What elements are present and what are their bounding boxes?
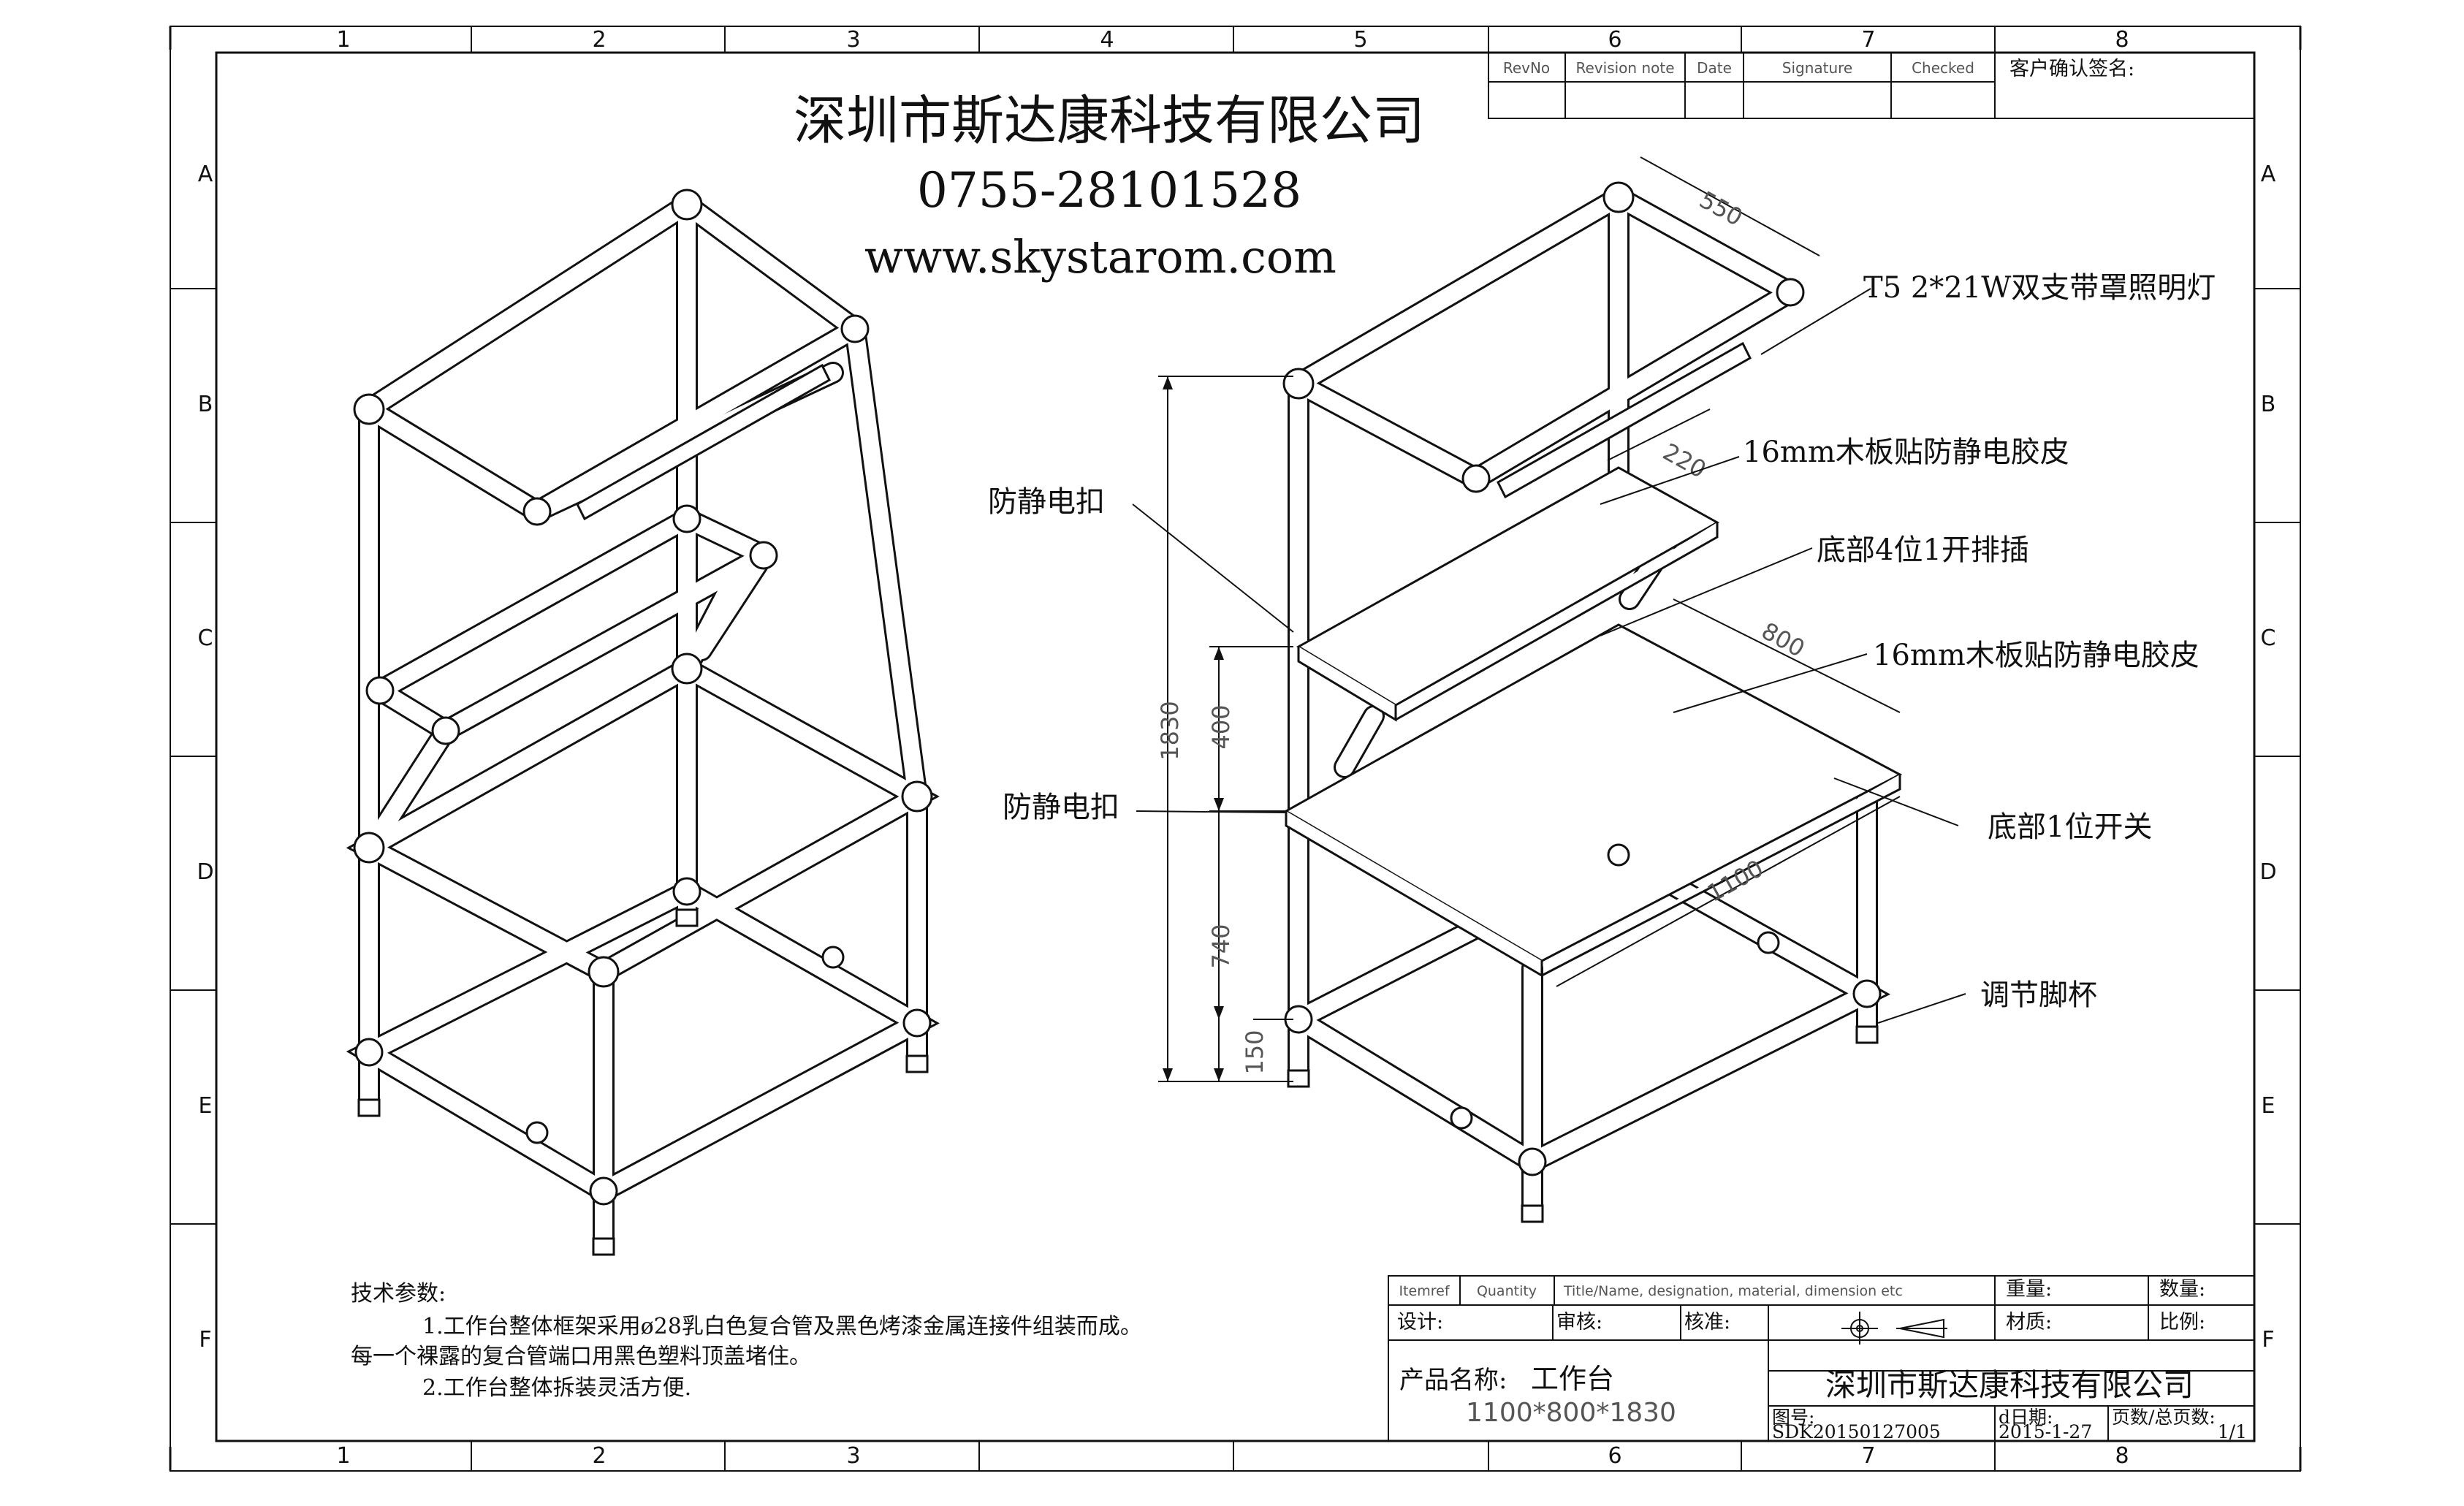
tb-count: 数量: [2159, 1278, 2205, 1301]
tb-approve: 核准: [1684, 1311, 1730, 1334]
dim-550: 550 [1695, 186, 1747, 232]
col-label: 2 [592, 27, 606, 53]
rev-header-date: Date [1697, 59, 1732, 77]
tb-material: 材质: [2006, 1311, 2052, 1334]
rev-header-note: Revision note [1576, 59, 1675, 77]
tech-notes-line1: 1.工作台整体框架采用ø28乳白色复合管及黑色烤漆金属连接件组装而成。 [422, 1314, 1142, 1339]
callout-esd-buckle-lower: 防静电扣 [1003, 791, 1119, 824]
website: www.skystarom.com [864, 230, 1336, 284]
tb-weight: 重量: [2006, 1278, 2052, 1301]
drawing-border [169, 26, 2302, 1472]
callout-foot-cup: 调节脚杯 [1980, 978, 2097, 1012]
tb-product-size: 1100*800*1830 [1466, 1398, 1676, 1428]
tb-quantity: Quantity [1477, 1283, 1537, 1299]
tb-date-label: d日期: [1999, 1407, 2053, 1428]
col-label: 6 [1608, 27, 1621, 53]
col-label: 4 [1100, 27, 1114, 53]
border-row-labels-left: A B C D E F [197, 161, 213, 1353]
workbench-assembly-right-view [1282, 181, 1903, 1223]
tb-pages: 1/1 [2218, 1421, 2247, 1442]
tb-company: 深圳市斯达康科技有限公司 [1825, 1367, 2194, 1403]
row-label: E [199, 1093, 213, 1119]
tb-drawing-no: SDK20150127005 [1772, 1421, 1941, 1442]
col-label: 7 [1861, 1443, 1875, 1469]
tb-product-name: 工作台 [1531, 1363, 1614, 1395]
dim-400: 400 [1207, 704, 1235, 749]
callout-desk-board: 16mm木板贴防静电胶皮 [1873, 639, 2199, 672]
col-label: 3 [846, 1443, 860, 1469]
callout-power-strip: 底部4位1开排插 [1817, 533, 2029, 567]
callout-switch: 底部1位开关 [1988, 810, 2152, 844]
tech-notes: 技术参数: 1.工作台整体框架采用ø28乳白色复合管及黑色烤漆金属连接件组装而成… [351, 1281, 1142, 1401]
tb-scale: 比例: [2159, 1311, 2205, 1334]
company-name: 深圳市斯达康科技有限公司 [794, 90, 1425, 151]
tb-pages-label: 页数/总页数: [2112, 1407, 2216, 1428]
row-label: D [197, 859, 213, 885]
col-label: 3 [846, 27, 860, 53]
border-row-labels-right: A B C D E F [2259, 161, 2276, 1353]
title-block: Itemref Quantity Title/Name, designation… [1388, 1275, 2255, 1442]
tech-notes-line2: 每一个裸露的复合管端口用黑色塑料顶盖堵住。 [351, 1344, 811, 1369]
tb-product-name-label: 产品名称: [1399, 1366, 1507, 1395]
dim-150: 150 [1241, 1030, 1269, 1074]
col-label: 2 [592, 1443, 606, 1469]
row-label: B [198, 392, 213, 417]
row-label: F [2262, 1327, 2274, 1353]
phone-number: 0755-28101528 [917, 162, 1301, 218]
row-label: C [198, 625, 213, 651]
col-label: 6 [1608, 1443, 1621, 1469]
callout-leaders [1132, 288, 1966, 1024]
callout-labels: T5 2*21W双支带罩照明灯 16mm木板贴防静电胶皮 底部4位1开排插 防静… [988, 271, 2216, 1012]
callout-lamp: T5 2*21W双支带罩照明灯 [1863, 271, 2216, 305]
tech-notes-line3: 2.工作台整体拆装灵活方便. [422, 1375, 691, 1401]
callout-top-board: 16mm木板贴防静电胶皮 [1743, 436, 2069, 469]
tb-drawing-no-label: 图号: [1772, 1407, 1814, 1428]
row-label: D [2259, 859, 2276, 885]
col-label: 1 [336, 27, 350, 53]
rev-header-revno: RevNo [1503, 59, 1550, 77]
row-label: A [2261, 161, 2276, 187]
revision-table: RevNo Revision note Date Signature Check… [1488, 52, 2255, 119]
tb-review: 审核: [1556, 1311, 1602, 1334]
dim-1830: 1830 [1156, 701, 1184, 760]
dimension-lines [1158, 156, 1901, 1082]
rev-header-signature: Signature [1782, 59, 1852, 77]
dim-220: 220 [1658, 438, 1711, 484]
row-label: F [199, 1327, 211, 1353]
col-label: 7 [1861, 27, 1875, 53]
dim-800: 800 [1757, 617, 1809, 663]
row-label: A [198, 161, 213, 187]
customer-confirm-label: 客户确认签名: [2009, 58, 2134, 80]
col-label: 1 [336, 1443, 350, 1469]
col-label: 8 [2115, 1443, 2129, 1469]
tech-notes-title: 技术参数: [351, 1281, 446, 1307]
tb-itemref: Itemref [1399, 1283, 1450, 1299]
header: 深圳市斯达康科技有限公司 0755-28101528 www.skystarom… [794, 90, 1425, 284]
workbench-frame-left-view [346, 189, 940, 1256]
dimension-arrows [1163, 376, 1224, 1081]
row-label: E [2262, 1093, 2275, 1119]
dim-740: 740 [1207, 924, 1235, 968]
row-label: B [2261, 392, 2276, 417]
col-label: 8 [2115, 27, 2129, 53]
tb-design: 设计: [1397, 1311, 1443, 1334]
tb-title-col: Title/Name, designation, material, dimen… [1563, 1283, 1903, 1299]
border-col-labels-top: 1 2 3 4 5 6 7 8 [336, 27, 2129, 53]
rev-header-checked: Checked [1912, 59, 1974, 77]
callout-esd-buckle-upper: 防静电扣 [988, 485, 1105, 519]
projection-symbol-icon [1841, 1312, 1947, 1345]
row-label: C [2261, 625, 2276, 651]
border-col-labels-bottom: 1 2 3 6 7 8 [336, 1443, 2129, 1469]
tb-date: 2015-1-27 [1999, 1421, 2092, 1442]
col-label: 5 [1353, 27, 1367, 53]
